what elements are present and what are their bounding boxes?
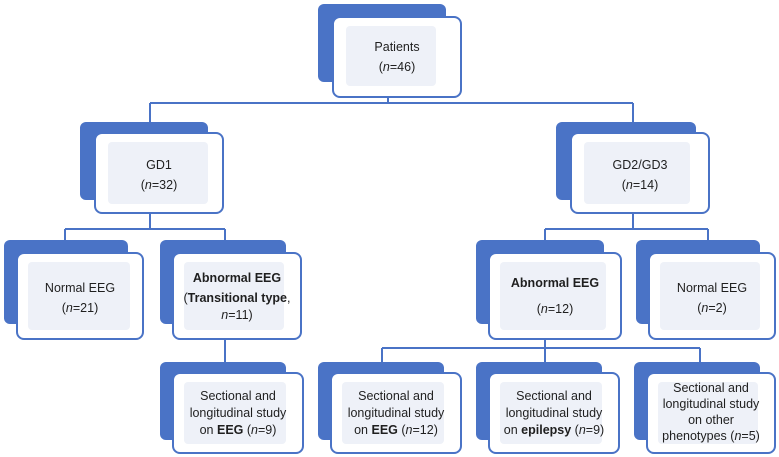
gd1-normal-count: (n=21): [61, 301, 99, 315]
node-patients: Patients (n=46): [318, 4, 464, 98]
gd23-abnormal-label: Abnormal EEG: [510, 276, 600, 290]
gd1-abnormal-label: Abnormal EEG: [192, 271, 282, 285]
study-gd23-epilepsy-line2: longitudinal study: [505, 405, 603, 420]
node-gd1: GD1 (n=32): [80, 122, 226, 214]
study-gd23-epilepsy-line1: Sectional and: [516, 388, 592, 403]
study-gd23-eeg-line2: longitudinal study: [347, 405, 445, 420]
node-study-gd23-other: Sectional and longitudinal study on othe…: [634, 362, 776, 454]
study-gd23-other-line2: longitudinal study: [662, 397, 760, 411]
study-gd1-eeg-line2: longitudinal study: [189, 405, 287, 420]
gd23-normal-count: (n=2): [697, 301, 727, 315]
study-gd1-eeg-line3: on EEG (n=9): [199, 422, 277, 437]
study-gd23-other-line3: on other: [688, 413, 734, 427]
patients-label: Patients: [374, 40, 420, 54]
node-study-gd23-eeg: Sectional and longitudinal study on EEG …: [318, 362, 462, 454]
study-gd1-eeg-line1: Sectional and: [200, 388, 276, 403]
patients-count: (n=46): [378, 60, 416, 74]
study-gd23-epilepsy-line3: on epilepsy (n=9): [503, 422, 605, 437]
study-gd23-other-line1: Sectional and: [673, 381, 749, 395]
gd23-normal-label: Normal EEG: [676, 281, 748, 295]
node-gd23-abnormal-eeg: Abnormal EEG (n=12): [476, 240, 622, 340]
gd1-label: GD1: [146, 158, 172, 172]
node-gd23-normal-eeg: Normal EEG (n=2): [636, 240, 776, 340]
gd1-abnormal-subtype: (Transitional type,: [183, 291, 291, 305]
node-study-gd1-eeg: Sectional and longitudinal study on EEG …: [160, 362, 304, 454]
study-gd23-eeg-line1: Sectional and: [358, 388, 434, 403]
node-gd1-normal-eeg: Normal EEG (n=21): [4, 240, 144, 340]
gd23-abnormal-count: (n=12): [536, 302, 574, 316]
gd1-count: (n=32): [140, 178, 178, 192]
study-gd23-eeg-line3: on EEG (n=12): [354, 422, 438, 437]
gd23-label: GD2/GD3: [612, 158, 668, 172]
node-gd1-abnormal-eeg: Abnormal EEG (Transitional type, n=11): [160, 240, 302, 340]
gd1-normal-label: Normal EEG: [44, 281, 116, 295]
gd23-count: (n=14): [621, 178, 659, 192]
gd1-abnormal-count: n=11): [221, 308, 253, 322]
node-gd23: GD2/GD3 (n=14): [556, 122, 712, 214]
node-study-gd23-epilepsy: Sectional and longitudinal study on epil…: [476, 362, 620, 454]
study-gd23-other-line4: phenotypes (n=5): [662, 429, 760, 443]
